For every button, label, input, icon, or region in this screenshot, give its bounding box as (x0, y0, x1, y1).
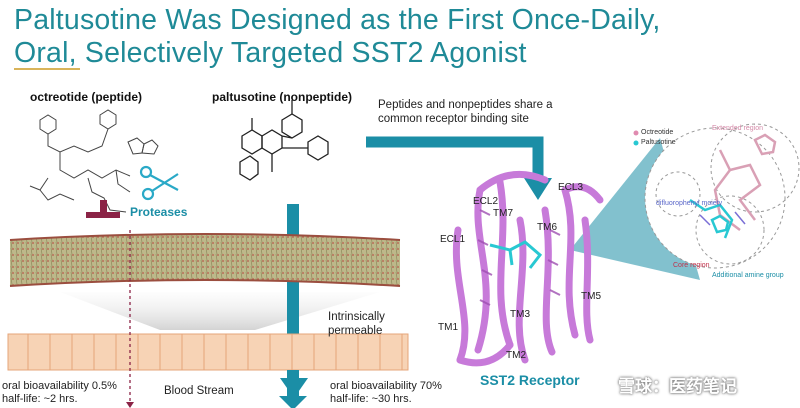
intrinsically-permeable-label: Intrinsically permeable (328, 310, 385, 338)
label-tm2: TM2 (506, 350, 526, 361)
proteases-label: Proteases (130, 205, 188, 219)
legend-octreotide: Octreotide (641, 129, 674, 136)
binding-site-note: Peptides and nonpeptides share a common … (378, 98, 553, 126)
blood-stream-arrow (280, 378, 308, 398)
annot-core-region: Core region (673, 262, 710, 269)
intrinsically-line-1: Intrinsically (328, 311, 385, 323)
title-line-2: Oral, Selectively Targeted SST2 Agonist (14, 37, 661, 70)
paltusotine-label: paltusotine (nonpeptide) (212, 90, 352, 104)
binding-arrow (366, 136, 544, 182)
octreotide-bioavailability: oral bioavailability 0.5% (2, 380, 117, 392)
paltusotine-half-life: half-life: ~30 hrs. (330, 393, 412, 405)
watermark: 雪球：医药笔记 (618, 377, 737, 396)
label-ecl2: ECL2 (473, 196, 499, 207)
title-line-1: Paltusotine Was Designed as the First On… (14, 4, 661, 36)
annot-extended-region: Extended region (712, 125, 763, 132)
sst2-receptor-label: SST2 Receptor (480, 372, 580, 388)
title-underline (14, 68, 80, 70)
label-ecl3: ECL3 (558, 182, 584, 193)
paltusotine-bioavailability: oral bioavailability 70% (330, 380, 442, 392)
lipid-membrane (10, 234, 400, 286)
octreotide-structure (29, 109, 159, 213)
annot-amine-group: Additional amine group (712, 272, 784, 279)
epithelial-cell-layer (7, 333, 409, 371)
legend-paltusotine: Paltusotine (641, 139, 676, 146)
receptor-diagram (366, 123, 800, 367)
paltusotine-pk: oral bioavailability 70% half-life: ~30 … (330, 380, 442, 406)
paltusotine-structure (239, 100, 329, 181)
annot-phenyl-moiety: difluorophenyl moiety (656, 200, 723, 207)
label-tm3: TM3 (510, 309, 530, 320)
label-tm5: TM5 (581, 291, 601, 302)
legend-dot-paltusotine (633, 140, 639, 146)
ligand-in-pocket (489, 240, 543, 269)
slide-title: Paltusotine Was Designed as the First On… (14, 4, 661, 70)
octreotide-label: octreotide (peptide) (30, 90, 143, 104)
binding-site-line-1: Peptides and nonpeptides share a (378, 99, 553, 111)
label-tm1: TM1 (438, 322, 458, 333)
octreotide-half-life: half-life: ~2 hrs. (2, 393, 78, 405)
title-oral-word: Oral (14, 37, 69, 69)
binding-site-line-2: common receptor binding site (378, 113, 529, 125)
zoomed-ligand-view (644, 123, 800, 269)
intrinsically-line-2: permeable (328, 325, 383, 337)
label-tm7: TM7 (493, 208, 513, 219)
absorption-diagram (7, 100, 409, 408)
legend-dot-octreotide (633, 130, 639, 136)
blood-stream-label: Blood Stream (164, 385, 234, 397)
receptor-helices (452, 170, 604, 367)
octreotide-pk: oral bioavailability 0.5% half-life: ~2 … (2, 380, 117, 406)
scissors-icon (139, 165, 179, 201)
label-tm6: TM6 (537, 222, 557, 233)
permeation-funnel (60, 292, 380, 330)
label-ecl1: ECL1 (440, 234, 466, 245)
title-line-2-rest: , Selectively Targeted SST2 Agonist (68, 37, 527, 69)
